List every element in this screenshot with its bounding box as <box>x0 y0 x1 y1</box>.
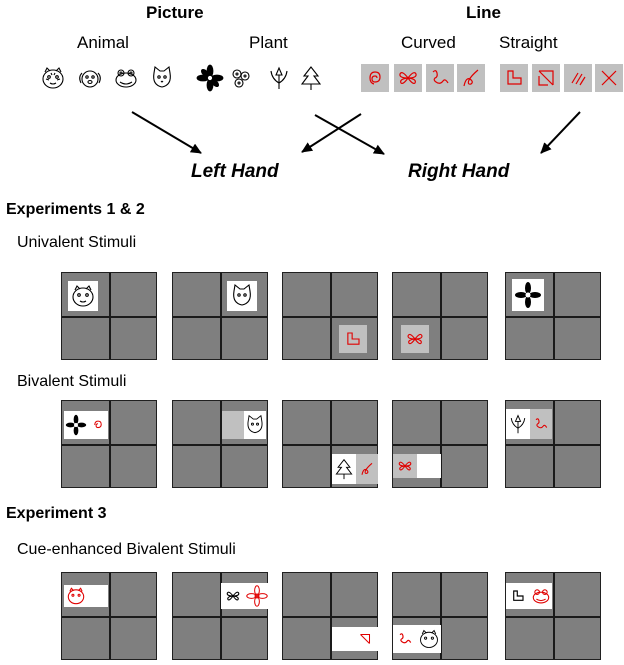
cat-face-icon <box>149 65 175 91</box>
straight-subcategory-label: Straight <box>499 33 558 52</box>
tiger-face-icon <box>417 625 441 653</box>
cue-enhanced-label: Cue-enhanced Bivalent Stimuli <box>17 541 236 558</box>
tulip-sprout-icon <box>266 65 292 91</box>
cue-trial-4 <box>392 572 488 660</box>
flower-icon-red <box>245 583 269 609</box>
right-hand-label: Right Hand <box>408 161 510 182</box>
bivalent-trial-4 <box>392 400 488 488</box>
univalent-trial-3 <box>282 272 378 360</box>
loop-curve-icon <box>356 454 378 484</box>
step-line-icon-black <box>506 583 530 609</box>
experiment-3-heading: Experiment 3 <box>6 505 107 522</box>
univalent-trial-1 <box>61 272 157 360</box>
frog-face-icon <box>113 65 139 91</box>
butterfly-curve-icon <box>401 325 429 353</box>
left-hand-label: Left Hand <box>191 161 279 182</box>
picture-category-title: Picture <box>146 3 204 22</box>
arrow-box-line-icon <box>332 627 378 651</box>
x-cross-icon <box>601 70 617 86</box>
tiger-face-icon <box>68 281 98 311</box>
flower-icon <box>64 411 88 439</box>
bivalent-trial-3 <box>282 400 378 488</box>
curved-cue-box-2 <box>394 64 422 92</box>
wave-curve-icon <box>393 625 417 653</box>
straight-cue-box-3 <box>564 64 592 92</box>
wave-curve-icon <box>432 70 449 84</box>
butterfly-curve-icon <box>399 72 417 85</box>
univalent-trial-5 <box>505 272 601 360</box>
animal-subcategory-label: Animal <box>77 33 129 52</box>
pine-tree-icon <box>332 454 356 484</box>
straight-cue-box-4 <box>595 64 623 92</box>
slash-lines-icon <box>571 72 586 86</box>
curved-cue-box-1 <box>361 64 389 92</box>
straight-to-right-arrow <box>540 111 581 154</box>
wave-curve-icon <box>530 409 552 439</box>
butterfly-curve-icon-black <box>221 583 245 609</box>
curved-cue-box-4 <box>457 64 485 92</box>
flower-cluster-icon <box>228 65 254 91</box>
loop-curve-icon <box>463 69 479 87</box>
plant-to-right-arrow <box>314 114 385 155</box>
bivalent-stimuli-label: Bivalent Stimuli <box>17 373 127 390</box>
cue-trial-3 <box>282 572 378 660</box>
cat-face-icon <box>244 411 266 439</box>
tiger-face-icon-red <box>64 585 108 607</box>
univalent-trial-2 <box>172 272 268 360</box>
mapping-arrows <box>131 111 581 155</box>
plant-subcategory-label: Plant <box>249 33 288 52</box>
cat-face-icon <box>227 281 257 311</box>
gray-cue-patch <box>222 411 244 439</box>
bivalent-trial-2 <box>172 400 268 488</box>
blank-cue-patch <box>417 454 441 478</box>
straight-cue-box-2 <box>532 64 560 92</box>
animal-to-left-arrow <box>131 111 202 154</box>
curved-cue-box-3 <box>426 64 454 92</box>
pine-tree-icon <box>298 65 324 91</box>
butterfly-curve-icon <box>393 454 417 478</box>
bivalent-trial-1 <box>61 400 157 488</box>
line-category-title: Line <box>466 3 501 22</box>
flower-icon <box>512 279 544 311</box>
curved-to-left-arrow <box>301 113 362 153</box>
cue-trial-5 <box>505 572 601 660</box>
cue-trial-2 <box>172 572 269 660</box>
univalent-trial-4 <box>392 272 488 360</box>
frog-face-icon-red <box>530 583 552 609</box>
bivalent-trial-5 <box>505 400 601 488</box>
univalent-stimuli-label: Univalent Stimuli <box>17 234 137 251</box>
tiger-face-icon <box>40 65 66 91</box>
spiral-curve-icon <box>369 71 381 85</box>
tulip-sprout-icon <box>506 409 530 439</box>
experiments-1-2-heading: Experiments 1 & 2 <box>6 201 145 218</box>
cue-trial-1 <box>61 572 157 660</box>
step-line-icon <box>507 70 522 85</box>
step-line-icon <box>339 325 367 353</box>
dog-face-icon <box>77 65 103 91</box>
curved-subcategory-label: Curved <box>401 33 456 52</box>
arrow-box-line-icon <box>538 70 554 86</box>
straight-cue-box-1 <box>500 64 528 92</box>
flower-icon <box>196 64 224 92</box>
spiral-curve-icon <box>88 411 108 439</box>
